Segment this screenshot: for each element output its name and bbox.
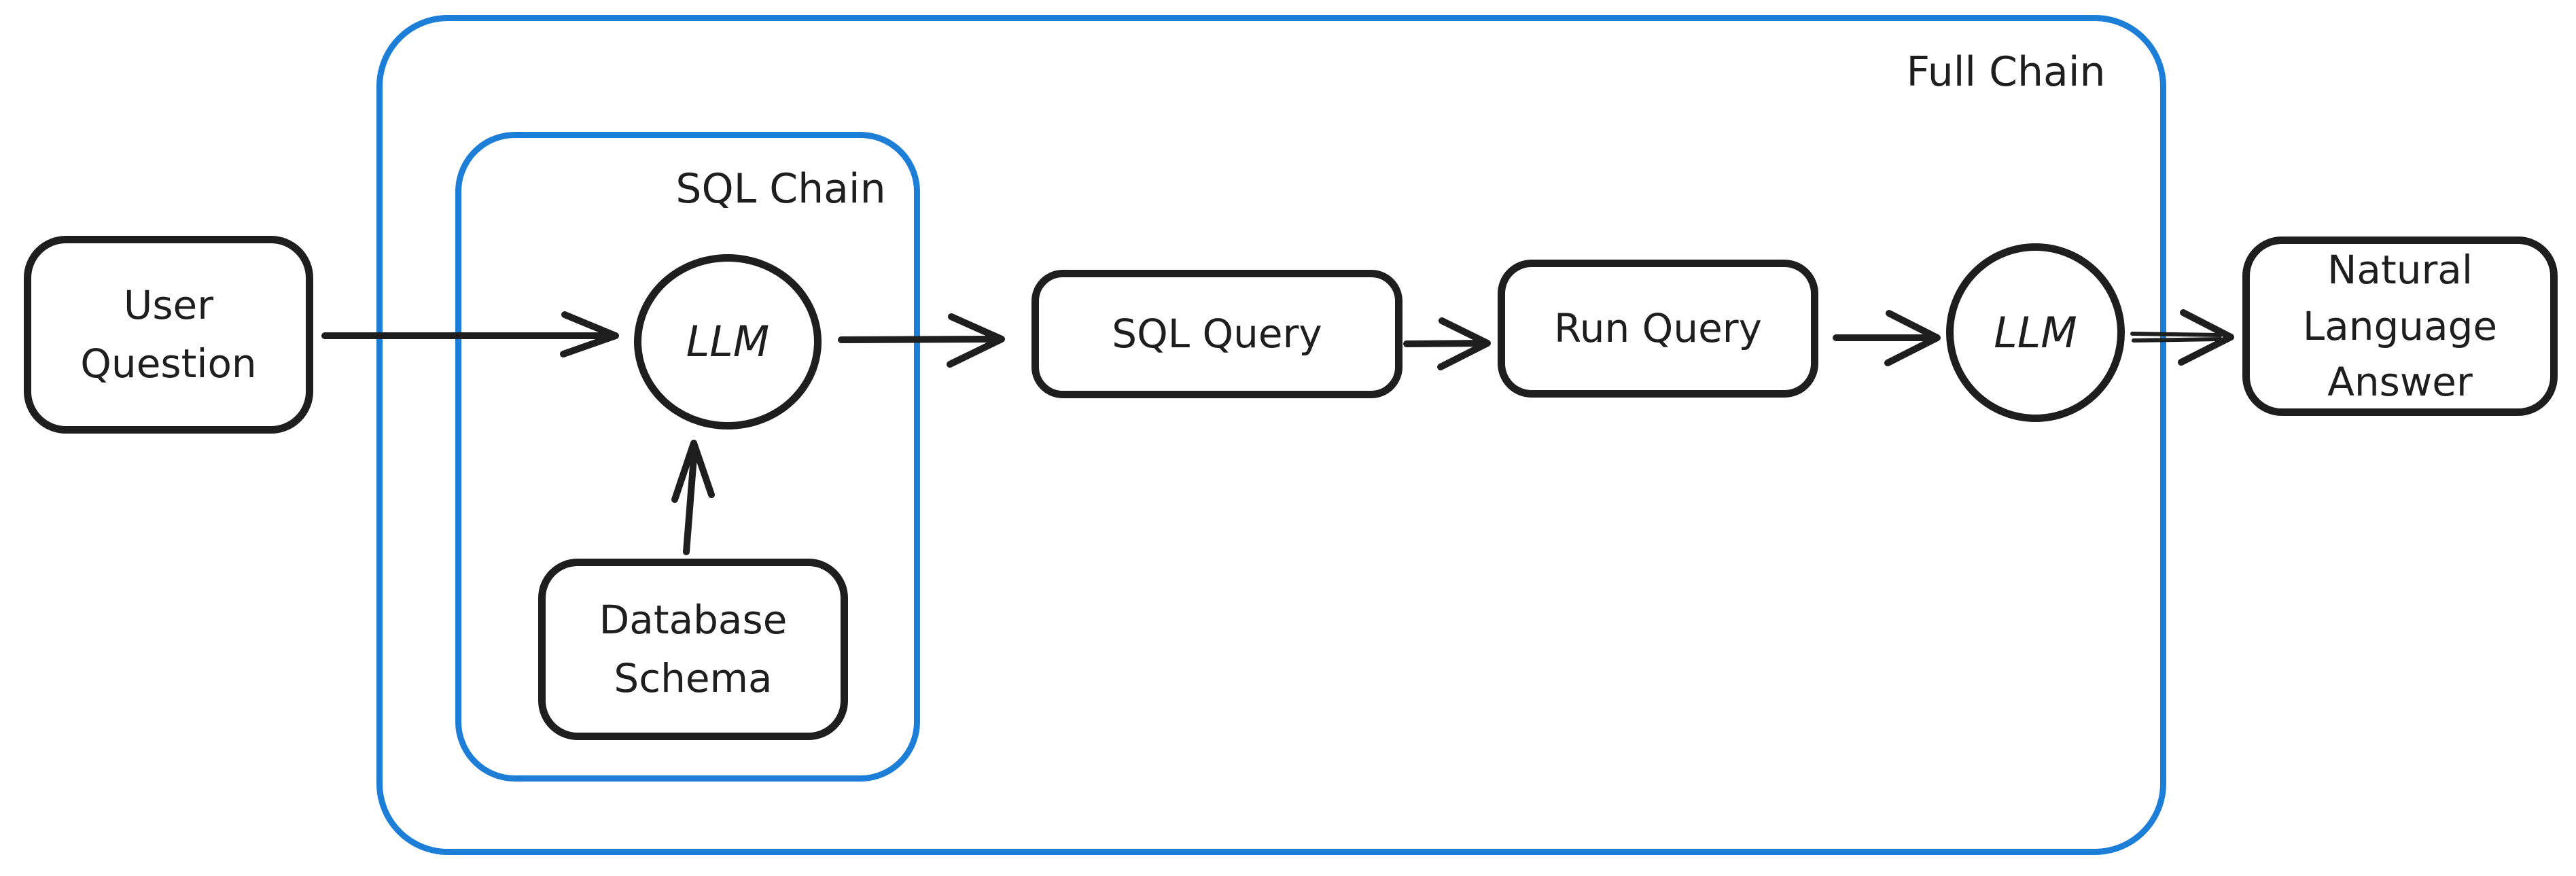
node-natural-language-answer: Natural Language Answer bbox=[2242, 236, 2558, 416]
node-sql-query: SQL Query bbox=[1031, 270, 1402, 398]
node-label-line: Answer bbox=[2327, 359, 2473, 406]
node-llm-sql-chain: LLM bbox=[634, 254, 822, 430]
full-chain-container bbox=[376, 15, 2166, 855]
node-label-line: Language bbox=[2302, 302, 2498, 349]
node-llm-answer: LLM bbox=[1946, 243, 2125, 422]
sql-chain-container bbox=[455, 132, 920, 782]
node-label-line: Question bbox=[80, 340, 257, 387]
node-label-line: LLM bbox=[686, 317, 770, 367]
node-label-line: Schema bbox=[614, 654, 773, 701]
sql-chain-label: SQL Chain bbox=[675, 165, 886, 213]
node-run-query: Run Query bbox=[1498, 260, 1818, 398]
node-label-line: Database bbox=[599, 596, 788, 643]
node-label-line: Natural bbox=[2327, 247, 2473, 294]
node-database-schema: Database Schema bbox=[538, 559, 848, 740]
node-label-line: SQL Query bbox=[1112, 310, 1322, 357]
node-label-line: User bbox=[123, 281, 214, 328]
node-label-line: Run Query bbox=[1554, 304, 1762, 351]
node-label-line: LLM bbox=[1994, 307, 2077, 357]
node-user-question: User Question bbox=[24, 236, 313, 434]
full-chain-label: Full Chain bbox=[1906, 48, 2106, 96]
